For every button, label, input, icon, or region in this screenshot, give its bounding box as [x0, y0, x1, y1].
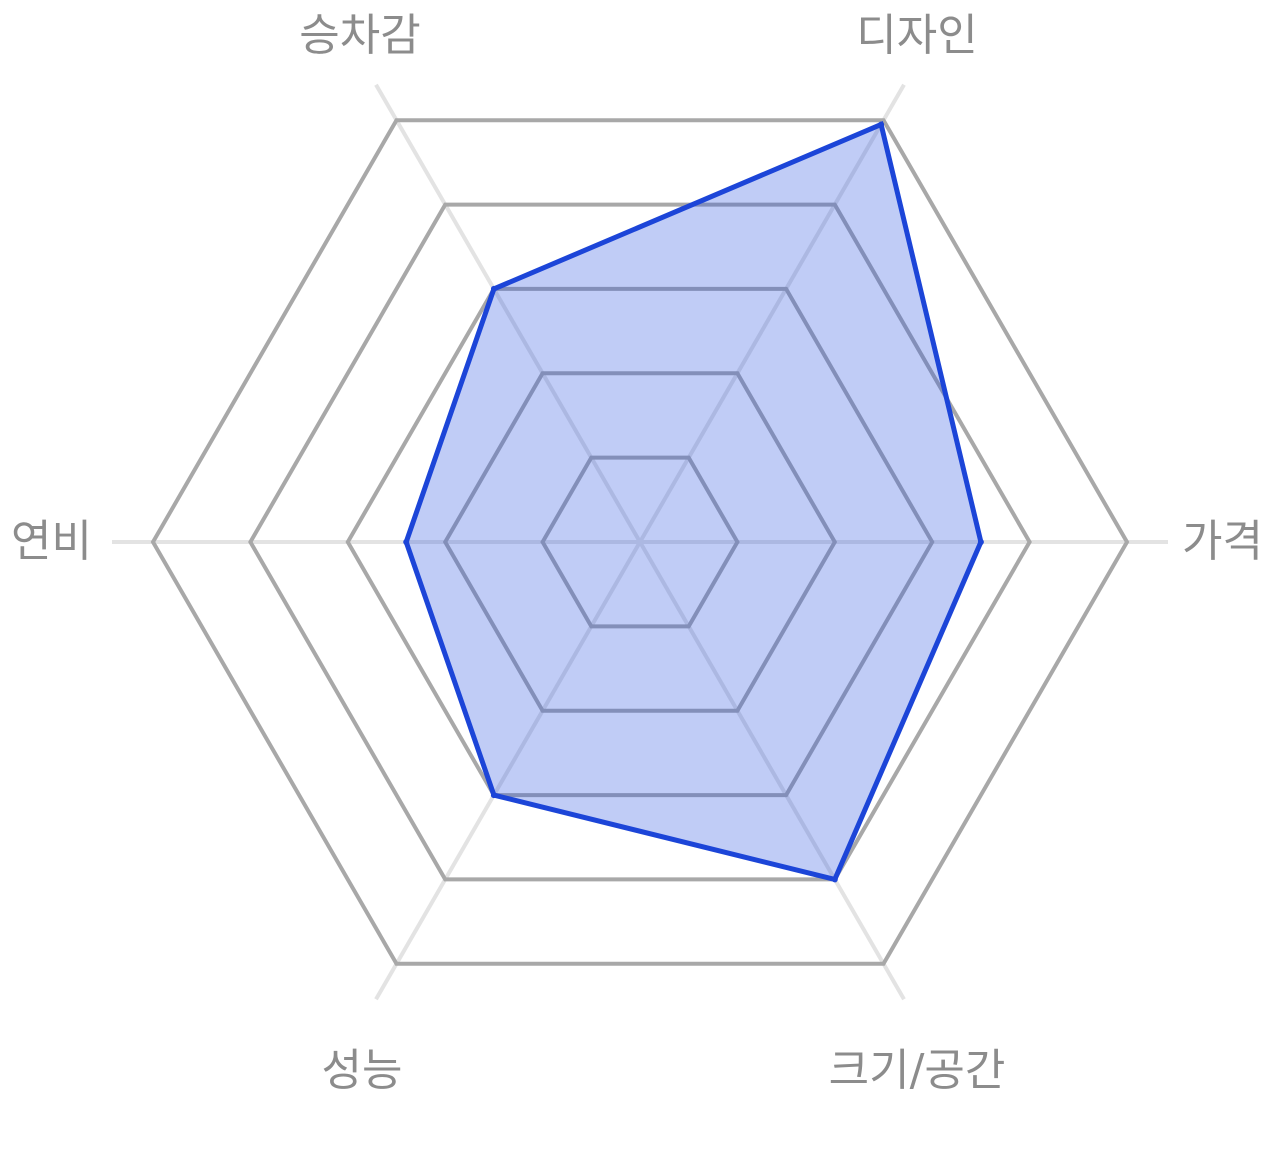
radar-ring — [150, 118, 1130, 966]
radar-point-1 — [878, 121, 885, 128]
axis-label-performance: 성능 — [322, 1045, 403, 1096]
axis-label-design: 디자인 — [856, 10, 977, 61]
radar-spoke — [638, 541, 906, 1001]
radar-spoke — [374, 83, 642, 543]
axis-label-fuel-efficiency: 연비 — [11, 516, 92, 567]
radar-point-5 — [831, 876, 838, 883]
radar-point-2 — [490, 285, 497, 292]
radar-point-3 — [403, 539, 410, 545]
radar-point-0 — [977, 539, 984, 545]
radar-ring — [345, 286, 935, 798]
axis-label-size-space: 크기/공간 — [829, 1045, 1006, 1096]
radar-spokes — [112, 83, 1168, 1001]
radar-ring — [540, 455, 740, 629]
radar-spoke — [374, 541, 642, 1001]
radar-spoke — [638, 83, 906, 543]
radar-ring — [442, 371, 838, 713]
radar-series — [403, 121, 984, 883]
axis-label-ride-comfort: 승차감 — [299, 10, 420, 61]
axis-label-price: 가격 — [1182, 516, 1263, 567]
axis-labels: 가격 디자인 승차감 연비 성능 크기/공간 — [11, 10, 1263, 1096]
radar-point-4 — [490, 792, 497, 799]
radar-series-area — [403, 121, 984, 883]
